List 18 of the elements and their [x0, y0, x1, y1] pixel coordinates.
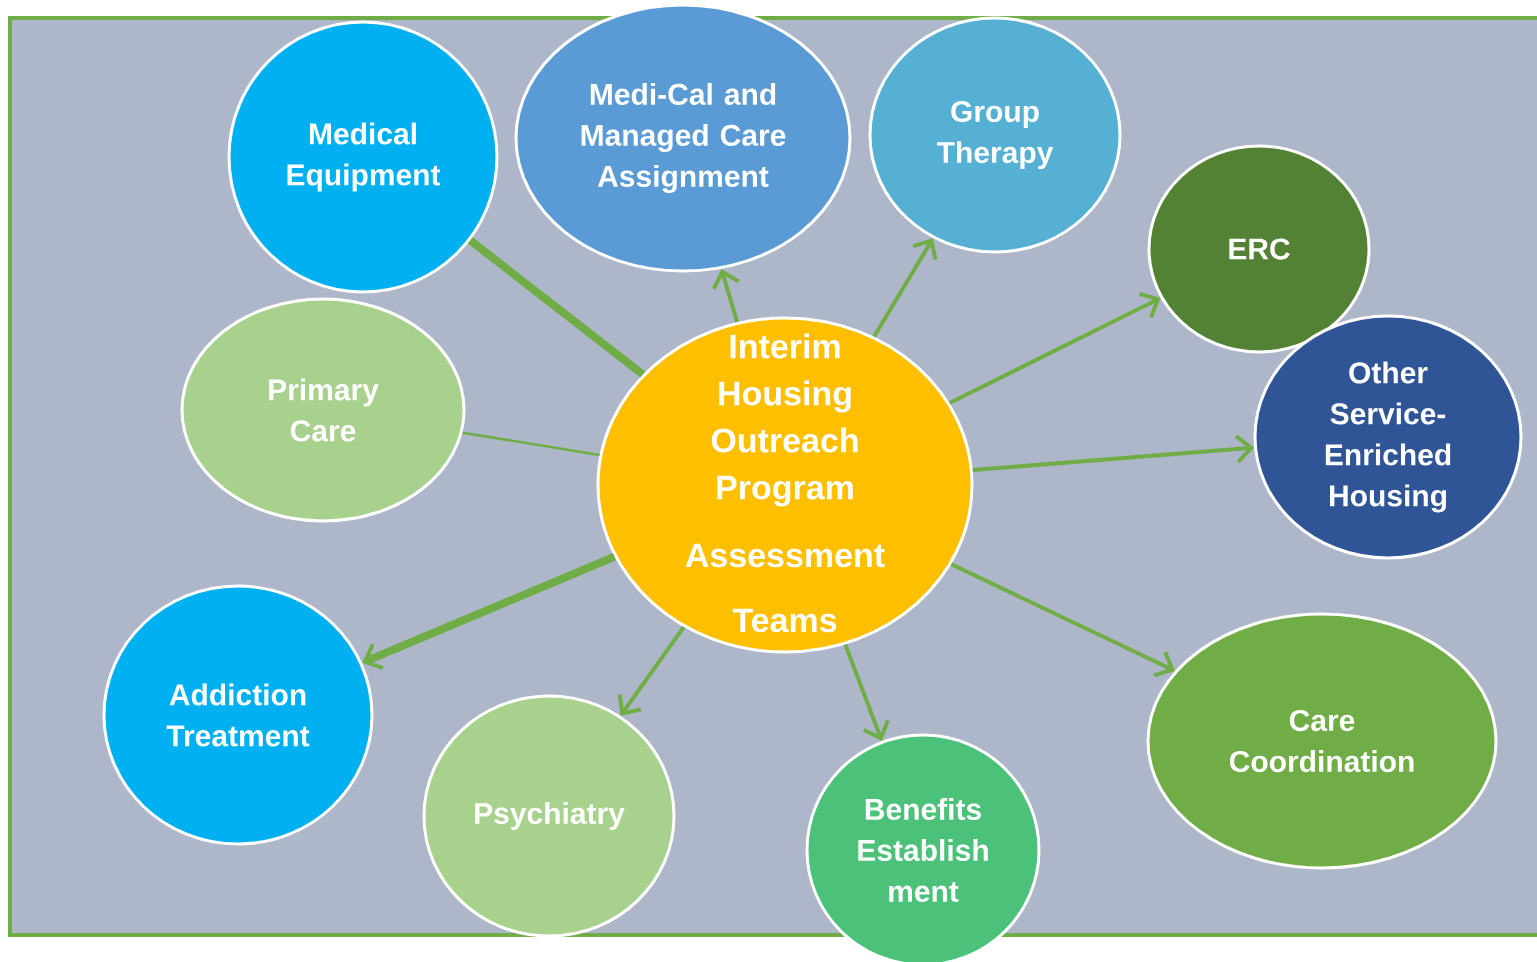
circle-node: ERC — [1147, 144, 1371, 354]
circle-node: Care Coordination — [1146, 612, 1498, 870]
arrow — [950, 562, 1175, 678]
circle-node: Other Service-Enriched Housing — [1253, 314, 1523, 560]
circle-node: Group Therapy — [868, 16, 1122, 254]
circle-node: Interim Housing Outreach Program Assessment Teams — [596, 316, 974, 654]
arrow — [362, 553, 616, 671]
arrow — [843, 643, 890, 741]
arrow — [972, 434, 1255, 473]
circle-node: Psychiatry — [422, 694, 676, 938]
circle-node: Medi-Cal and Managed Care Assignment — [514, 3, 852, 273]
circle-node: Benefits Establish ment — [805, 733, 1041, 962]
arrow — [617, 625, 686, 716]
arrow — [872, 238, 938, 338]
circle-node: Medical Equipment — [227, 20, 499, 294]
arrow — [948, 292, 1161, 405]
circle-node: Primary Care — [180, 297, 466, 523]
circle-node: Addiction Treatment — [102, 584, 374, 846]
